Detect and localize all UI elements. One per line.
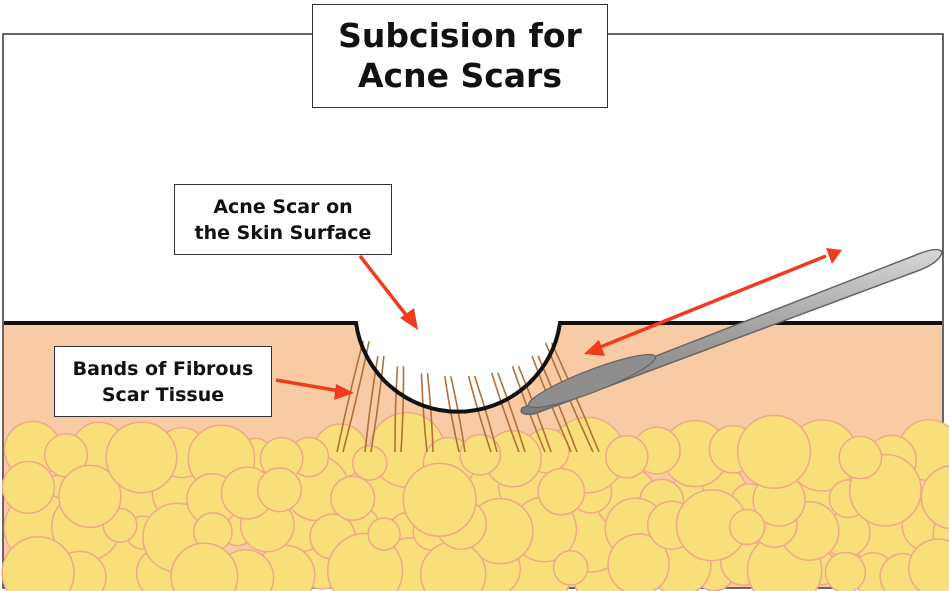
scar-label-arrow: [358, 254, 412, 322]
arrows: [275, 248, 842, 400]
fat-globule: [330, 475, 376, 521]
acne-scar-label-line-1: Acne Scar on: [213, 195, 353, 218]
fat-globule: [58, 464, 122, 529]
fat-globule: [1, 460, 56, 515]
fibrous-band: [450, 376, 466, 453]
fibrous-band: [336, 341, 364, 453]
fat-globule: [170, 542, 239, 591]
fat-globule: [908, 538, 949, 591]
fat-globule: [824, 551, 867, 591]
needle-motion-arrowhead-left: [584, 340, 605, 356]
needle-bevel: [527, 353, 657, 409]
skin-surface-line: [4, 321, 942, 414]
fat-globule: [256, 467, 303, 513]
fibrous-band: [490, 372, 520, 453]
fibrous-band: [370, 355, 385, 453]
fibrous-band: [364, 355, 379, 453]
fat-globule: [367, 517, 401, 551]
fat-globule: [607, 533, 670, 591]
fibrous-band: [420, 373, 428, 453]
fibrous-band: [473, 375, 498, 453]
title-line-2: Acne Scars: [358, 56, 562, 95]
fibrous-band: [394, 366, 399, 453]
fat-globule: [351, 445, 388, 481]
fibrous-band: [400, 366, 405, 453]
fibrous-band: [467, 375, 492, 453]
fat-globule: [838, 435, 883, 480]
fibrous-band: [426, 373, 434, 453]
fat-globule: [402, 462, 477, 537]
fat-globule: [604, 434, 649, 479]
fat-globule: [537, 467, 586, 516]
acne-scar-label: Acne Scar on the Skin Surface: [174, 184, 392, 255]
acne-scar-label-line-2: the Skin Surface: [194, 221, 372, 244]
fat-globule: [920, 465, 949, 530]
needle-motion-arrow: [597, 254, 827, 350]
fat-globule: [1, 536, 75, 591]
bands-label-arrow: [275, 378, 341, 393]
fat-globule: [728, 508, 766, 546]
fat-globule: [552, 550, 589, 586]
fibrous-band: [496, 372, 526, 453]
needle-motion-arrowhead-right: [826, 248, 842, 264]
title-line-1: Subcision for: [338, 16, 582, 55]
fibrous-band: [444, 376, 460, 453]
fibrous-bands-label: Bands of Fibrous Scar Tissue: [54, 346, 272, 417]
scar-label-arrowhead: [400, 308, 418, 330]
fat-globule: [736, 414, 812, 489]
fibrous-bands-label-line-2: Scar Tissue: [101, 383, 225, 406]
bands-label-arrowhead: [334, 384, 354, 400]
diagram-title: Subcision for Acne Scars: [312, 4, 608, 108]
fat-globule: [459, 433, 502, 476]
fat-globule: [105, 421, 178, 494]
fat-layer: [1, 411, 949, 591]
fibrous-bands-label-line-1: Bands of Fibrous: [72, 357, 254, 380]
subcision-needle: [520, 248, 943, 416]
